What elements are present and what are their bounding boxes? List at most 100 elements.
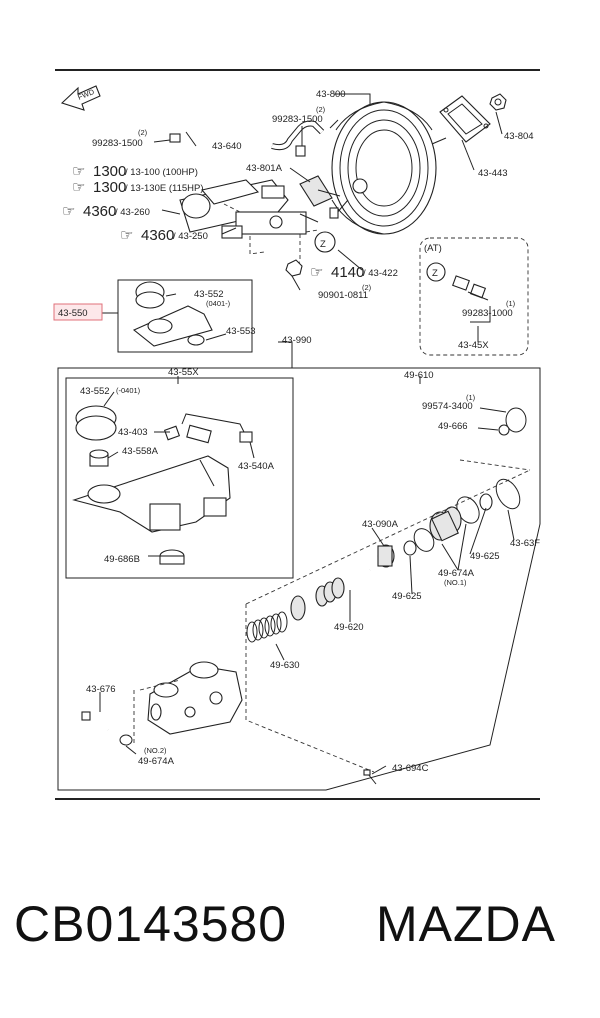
brand-name: MAZDA [376,896,556,952]
label-43-422: / 43-422 [363,268,398,279]
label-49-674a: 49-674A [138,756,175,767]
gasket [439,95,491,143]
hose-clamp [295,145,306,157]
master-cylinder-top [179,179,319,239]
label-43-540a: 43-540A [238,461,275,472]
return-spring [246,611,288,643]
label-at: (AT) [424,243,442,254]
check-valve [452,275,487,299]
parts-diagram: FWD [53,69,541,800]
label-49-610: 49-610 [404,370,434,381]
nut [489,93,507,111]
label-4140: 4140 [331,264,364,281]
seal-cup [413,528,435,552]
label-4360: 4360 [141,227,174,244]
label-49-625: 49-625 [470,551,500,562]
label-13-130e: / 13-130E (115HP) [125,183,204,194]
at-box [419,237,529,356]
label-qty: (1) [466,393,476,402]
hose-clamp [169,133,181,143]
part-labels: 43-800 (2) 99283-1500 43-804 (2) 99283-1… [58,89,540,774]
label-43-676: 43-676 [86,684,116,695]
label-43-090a: 43-090A [362,519,399,530]
label-13-100: / 13-100 (100HP) [125,167,198,178]
seal-cup [495,478,521,510]
washer [479,493,493,511]
label-qty: (2) [138,128,148,137]
clip [163,425,181,441]
ref-icon: ☞ [62,203,75,220]
part-number: CB0143580 [14,896,288,952]
label-0401: (0401-) [206,299,231,308]
label-43-552: 43-552 [80,386,110,397]
z-label: Z [432,268,438,279]
washer [403,540,417,556]
vacuum-hose [174,91,325,151]
label-49-666: 49-666 [438,421,468,432]
label-99283-1500: 99283-1500 [92,138,143,149]
label-43-63f: 43-63F [510,538,540,549]
label-99283-1500: 99283-1500 [272,114,323,125]
label-1300: 1300 [93,179,126,196]
label-43-250: / 43-250 [173,231,208,242]
label-43-403: 43-403 [118,427,148,438]
reservoir-tank-large [72,455,231,533]
label-qty: (2) [362,283,372,292]
ref-icon: ☞ [120,227,133,244]
label-43-45x: 43-45X [458,340,489,351]
label-49-674a: 49-674A [438,568,475,579]
label-90901-0811: 90901-0811 [318,290,368,301]
primary-piston [290,568,371,621]
label-99283-1000: 99283-1000 [462,308,513,319]
label-no1: (NO.1) [444,578,467,587]
label-49-625: 49-625 [392,591,422,602]
reservoir-cap-large [75,405,117,441]
label-no2: (NO.2) [144,746,167,755]
snap-ring [505,407,527,433]
label-43-443: 43-443 [478,168,508,179]
nut [285,259,303,277]
o-ring [119,734,133,746]
label-43-260: / 43-260 [115,207,150,218]
footer: CB0143580 MAZDA [0,895,600,985]
brake-booster [329,101,447,235]
label-49-630: 49-630 [270,660,300,671]
label-43-558a: 43-558A [122,446,159,457]
label-43-55x: 43-55X [168,367,199,378]
label-43-694c: 43-694C [392,763,429,774]
z-reference-mark [426,262,446,282]
label-43-801a: 43-801A [246,163,283,174]
piston-spring-seat [377,544,395,568]
label-43-640: 43-640 [212,141,242,152]
label-99574-3400: 99574-3400 [422,401,473,412]
label-43-553: 43-553 [226,326,256,337]
label-4360: 4360 [83,203,116,220]
bleeder-screw [81,711,109,731]
label-43-800: 43-800 [316,89,346,100]
fwd-arrow-icon: FWD [60,85,101,111]
reservoir-strainer [89,449,109,467]
label-0401: (-0401) [116,386,141,395]
label-49-686b: 49-686B [104,554,140,565]
reservoir-tank [132,305,213,347]
leader-lines [99,93,515,775]
z-reference-mark [314,231,336,253]
label-qty: (2) [316,105,326,114]
seal-ring [187,334,205,346]
ref-icon: ☞ [72,179,85,196]
grommet [159,549,185,565]
label-43-550: 43-550 [58,308,88,319]
label-43-990: 43-990 [282,335,312,346]
washer [498,424,510,436]
ref-icon: ☞ [310,264,323,281]
label-1300: 1300 [93,163,126,180]
label-49-620: 49-620 [334,622,364,633]
master-cylinder-body [133,661,243,746]
ref-icon: ☞ [72,163,85,180]
label-qty: (1) [506,299,516,308]
highlight-box [53,303,103,321]
reservoir-cap [135,281,165,309]
reservoir-box [117,279,253,353]
label-43-552: 43-552 [194,289,224,300]
z-label: Z [320,239,326,250]
